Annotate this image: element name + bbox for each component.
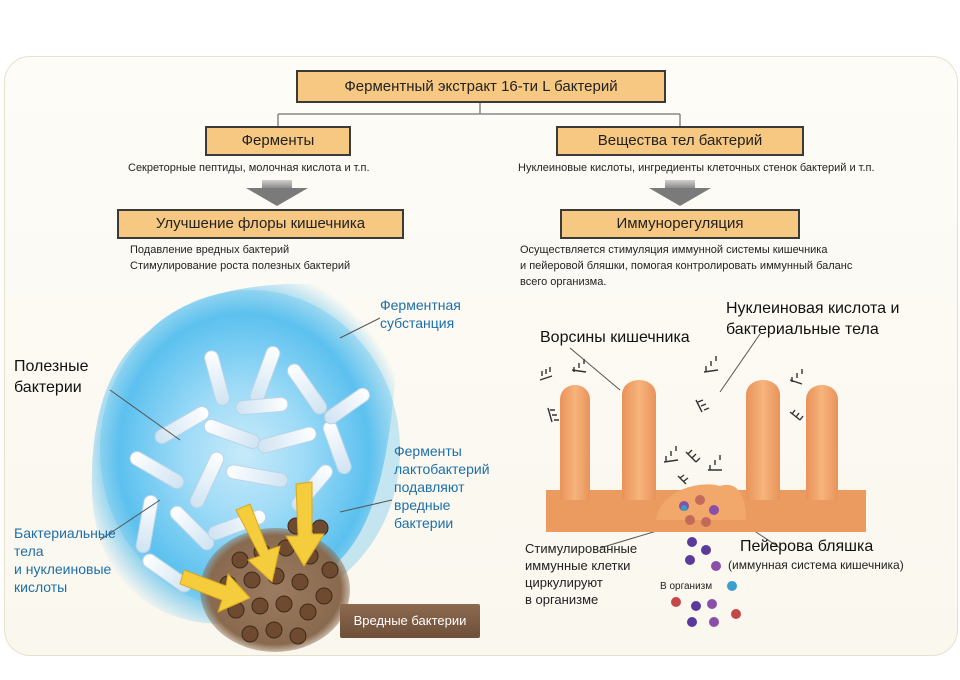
yellow-arrows <box>179 481 325 613</box>
immuno-desc-2: и пейеровой бляшки, помогая контролирова… <box>520 260 853 272</box>
label-nucleic-2: бактериальные тела <box>726 321 879 338</box>
label-stim-2: иммунные клетки <box>525 558 631 573</box>
label-enzyme-substance-2: субстанция <box>380 315 455 331</box>
label-nucleic-acid: Нуклеиновая кислота и бактериальные тела <box>726 298 946 340</box>
immuno-desc-1: Осуществляется стимуляция иммунной систе… <box>520 244 828 256</box>
enzymes-desc: Секреторные пептиды, молочная кислота и … <box>128 162 370 174</box>
label-useful-1: Полезные <box>14 358 89 375</box>
label-villi: Ворсины кишечника <box>540 329 690 346</box>
label-enzyme-substance-1: Ферментная <box>380 297 461 313</box>
top-box: Ферментный экстракт 16-ти L бактерий <box>296 70 666 103</box>
flora-box: Улучшение флоры кишечника <box>117 209 404 239</box>
label-bacterial-bodies: Бактериальные тела и нуклеиновые кислоты <box>14 524 144 596</box>
label-peyer: Пейерова бляшка <box>740 538 874 555</box>
label-stim-1: Стимулированные <box>525 541 638 556</box>
label-bodies-3: и нуклеиновые <box>14 561 112 577</box>
label-lacto-2: лактобактерий <box>394 461 490 477</box>
label-useful-bacteria: Полезные бактерии <box>14 356 134 398</box>
bacterial-substances-box: Вещества тел бактерий <box>556 126 804 156</box>
label-peyer-sub: (иммунная система кишечника) <box>728 558 904 572</box>
intestinal-villi <box>546 380 866 532</box>
label-bodies-1: Бактериальные <box>14 525 116 541</box>
connector-lines <box>277 103 681 126</box>
label-stim-4: в организме <box>525 592 599 607</box>
label-stim-3: циркулируют <box>525 575 603 590</box>
label-bodies-2: тела <box>14 543 44 559</box>
gray-arrow-right <box>649 180 711 206</box>
label-stimulated-cells: Стимулированные иммунные клетки циркулир… <box>525 540 675 608</box>
label-lacto-3: подавляют <box>394 479 465 495</box>
label-lacto-1: Ферменты <box>394 443 462 459</box>
label-bodies-4: кислоты <box>14 579 68 595</box>
immunoregulation-box: Иммунорегуляция <box>560 209 800 239</box>
label-lacto-enzymes: Ферменты лактобактерий подавляют вредные… <box>394 442 524 532</box>
label-enzyme-substance: Ферментная субстанция <box>380 296 490 332</box>
immuno-desc-3: всего организма. <box>520 276 607 288</box>
nucleic-acid-fragments <box>539 356 804 485</box>
label-in-body: В организм <box>660 581 713 592</box>
label-nucleic-1: Нуклеиновая кислота и <box>726 300 900 317</box>
label-lacto-4: вредные <box>394 497 451 513</box>
label-lacto-5: бактерии <box>394 515 454 531</box>
bacterial-substances-desc: Нуклеиновые кислоты, ингредиенты клеточн… <box>518 162 875 174</box>
harmful-bacteria-label: Вредные бактерии <box>340 604 480 638</box>
enzymes-box: Ферменты <box>205 126 351 156</box>
gray-arrow-left <box>246 180 308 206</box>
label-useful-2: бактерии <box>14 379 82 396</box>
flora-desc-2: Стимулирование роста полезных бактерий <box>130 260 351 272</box>
flora-desc-1: Подавление вредных бактерий <box>130 244 290 256</box>
immune-cells <box>671 495 741 627</box>
